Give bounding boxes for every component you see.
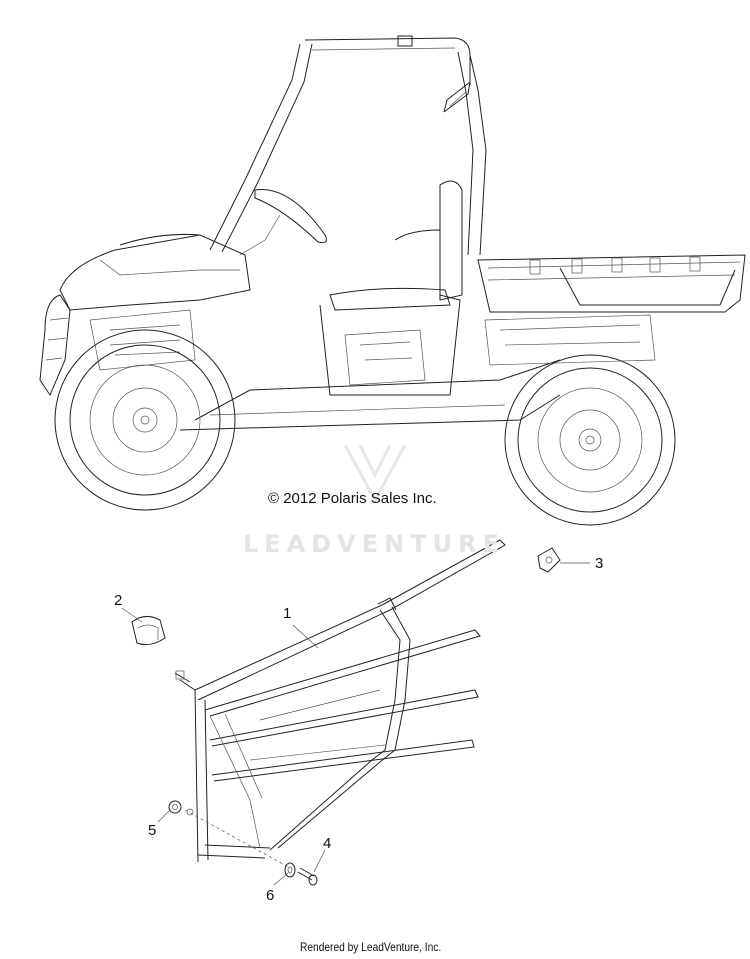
callout-3-label: 3 xyxy=(595,555,603,572)
callout-2-label: 2 xyxy=(114,592,122,609)
front-wheel xyxy=(54,329,236,511)
part-1-side-frame xyxy=(174,539,506,869)
part-2-clip xyxy=(131,616,166,646)
callout-5: 5 xyxy=(148,809,171,839)
callout-6-label: 6 xyxy=(266,887,274,904)
watermark-text: LEADVENTURE xyxy=(243,530,505,558)
part-5-nut xyxy=(168,800,194,816)
callout-2: 2 xyxy=(114,592,143,623)
callout-1: 1 xyxy=(283,605,319,649)
callout-3: 3 xyxy=(560,555,603,572)
part-4-bolt xyxy=(297,867,318,886)
watermark-logo xyxy=(343,444,407,504)
callout-5-label: 5 xyxy=(148,822,156,839)
footer-credit: Rendered by LeadVenture, Inc. xyxy=(300,940,442,954)
copyright-notice: © 2012 Polaris Sales Inc. xyxy=(268,490,437,507)
part-6-washer xyxy=(284,862,296,878)
callout-1-label: 1 xyxy=(283,605,291,622)
bed-tie-downs xyxy=(529,256,701,275)
callout-4-label: 4 xyxy=(323,835,331,852)
vehicle-illustration xyxy=(39,35,746,526)
callout-4: 4 xyxy=(313,835,331,873)
callout-6: 6 xyxy=(266,872,289,904)
part-3-bracket xyxy=(537,547,561,573)
rear-wheel xyxy=(504,354,676,526)
